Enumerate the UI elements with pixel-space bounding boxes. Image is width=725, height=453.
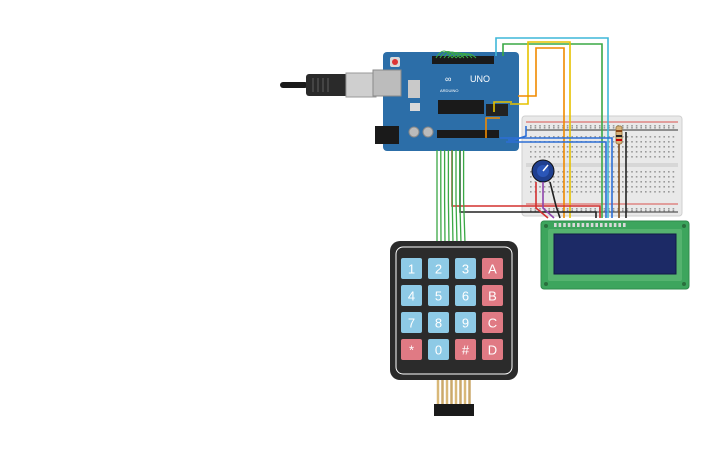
keypad-key-label: #: [462, 343, 470, 358]
keypad-key-label: 6: [462, 289, 469, 304]
wire-yellow: [510, 41, 571, 218]
keypad-key-label: 8: [435, 316, 442, 331]
keypad-key-0[interactable]: 0: [428, 339, 449, 360]
keypad-key-5[interactable]: 5: [428, 285, 449, 306]
usb-cable-icon: [280, 72, 377, 98]
keypad-key-label: 9: [462, 316, 469, 331]
keypad-key-label: A: [488, 262, 497, 277]
keypad-key-label: 0: [435, 343, 442, 358]
keypad-key-#[interactable]: #: [455, 339, 476, 360]
keypad-key-label: *: [409, 343, 414, 358]
keypad-connector: [434, 404, 474, 416]
wire-blue-rail: [508, 126, 527, 141]
keypad-key-7[interactable]: 7: [401, 312, 422, 333]
lcd-display[interactable]: [540, 220, 690, 290]
keypad-key-label: 1: [408, 262, 415, 277]
keypad-key-3[interactable]: 3: [455, 258, 476, 279]
keypad-key-2[interactable]: 2: [428, 258, 449, 279]
wire-pot-red: [535, 182, 549, 219]
wire-cyan: [495, 37, 609, 218]
wire-pot-black: [549, 181, 561, 219]
keypad-key-*[interactable]: *: [401, 339, 422, 360]
resistor-icon[interactable]: [615, 125, 623, 145]
arduino-brand-label: ARDUINO: [440, 88, 458, 93]
arduino-board[interactable]: ∞ UNO ARDUINO: [372, 52, 519, 151]
keypad-key-C[interactable]: C: [482, 312, 503, 333]
keypad-key-4[interactable]: 4: [401, 285, 422, 306]
wire-orange-short: [485, 117, 500, 138]
keypad-key-label: 2: [435, 262, 442, 277]
keypad-key-label: 4: [408, 289, 415, 304]
wire-green: [502, 43, 603, 218]
potentiometer-icon[interactable]: [531, 159, 555, 183]
keypad-key-8[interactable]: 8: [428, 312, 449, 333]
keypad[interactable]: 1 2 3 A 4 5 6 B 7 8 9 C * 0 # D: [390, 241, 518, 416]
keypad-key-label: D: [488, 343, 497, 358]
keypad-key-6[interactable]: 6: [455, 285, 476, 306]
wire-pot-purple: [542, 182, 555, 219]
keypad-key-1[interactable]: 1: [401, 258, 422, 279]
arduino-logo-text: ∞: [445, 74, 451, 84]
keypad-key-B[interactable]: B: [482, 285, 503, 306]
keypad-key-9[interactable]: 9: [455, 312, 476, 333]
keypad-key-label: 7: [408, 316, 415, 331]
wires: [451, 37, 627, 219]
keypad-key-label: C: [488, 316, 497, 331]
keypad-wire-bundle: [436, 150, 466, 244]
wire-yellow-short: [493, 101, 512, 112]
keypad-key-A[interactable]: A: [482, 258, 503, 279]
keypad-ribbon-cable: [436, 380, 471, 406]
arduino-model-label: UNO: [470, 74, 490, 84]
keypad-key-label: 3: [462, 262, 469, 277]
keypad-key-D[interactable]: D: [482, 339, 503, 360]
wire-orange: [518, 47, 565, 218]
wire-blue-1: [500, 137, 613, 218]
lcd-pin-header: [554, 223, 626, 227]
keypad-key-label: B: [488, 289, 497, 304]
keypad-key-label: 5: [435, 289, 442, 304]
wire-blue-2: [506, 141, 607, 218]
arduino-top-wires: [435, 50, 477, 59]
